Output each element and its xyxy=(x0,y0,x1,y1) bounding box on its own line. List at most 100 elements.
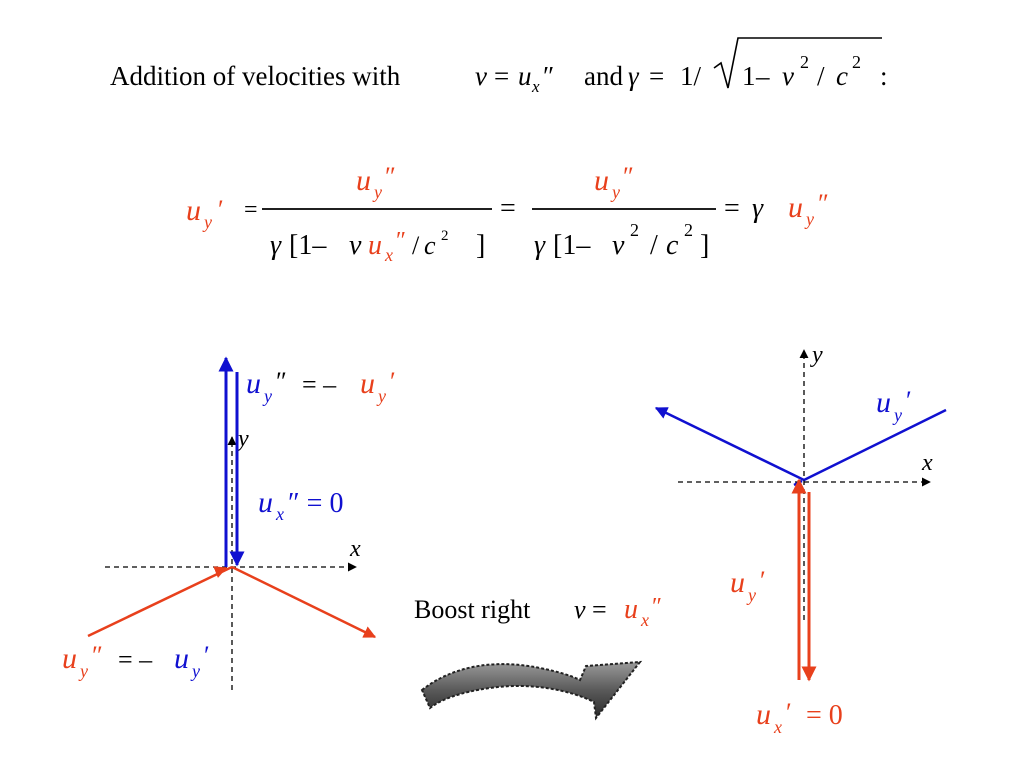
formula-lhs-prime: ′ xyxy=(218,195,224,224)
f1-den-sub: x xyxy=(384,245,393,265)
right-bot-label-prime: ′ xyxy=(786,698,792,727)
header-eq2: = xyxy=(649,61,664,91)
left-top-label-prime2: ′ xyxy=(390,367,396,396)
formula-lhs-sub: y xyxy=(202,212,212,232)
header-one-over: 1/ xyxy=(680,61,702,91)
boost-sub: x xyxy=(640,610,649,630)
f1-den-prime: ″ xyxy=(396,228,406,254)
left-bot-label-eq: = – xyxy=(118,645,153,674)
left-axis-x-label: x xyxy=(349,536,361,562)
left-diagram: y x u y ″ = – u y ′ u x ″ = 0 u y ″ = – … xyxy=(62,356,396,690)
left-top-label-u2: u xyxy=(360,367,375,400)
left-bot-label-prime2: ′ xyxy=(204,641,210,670)
boost-v: v xyxy=(574,595,586,624)
left-top-label-sub2: y xyxy=(376,386,386,406)
sqrt-sign xyxy=(713,37,882,89)
left-bot-label-u: u xyxy=(62,642,77,675)
formula-lhs-u: u xyxy=(186,194,201,227)
f2-den-close: ] xyxy=(700,230,709,261)
header-minus: – xyxy=(755,61,770,91)
left-mid-label-rest: ″ = 0 xyxy=(288,488,343,519)
right-blue-right-line xyxy=(803,408,947,482)
f2-num-prime: ″ xyxy=(623,162,634,191)
header-v2: v xyxy=(782,61,794,91)
header-line: Addition of velocities with v = u x ″ an… xyxy=(110,37,888,96)
header-sub-x: x xyxy=(531,77,540,96)
left-red-line xyxy=(87,565,233,638)
right-blue-label-u: u xyxy=(876,386,891,419)
f1-den-slash: / xyxy=(412,231,420,260)
right-bot-label-rest: = 0 xyxy=(806,700,843,731)
f1-den-close: ] xyxy=(476,230,485,261)
right-red-label-u: u xyxy=(730,566,745,599)
f1-den-open: [1– xyxy=(289,230,327,261)
f1-den-v: v xyxy=(349,230,362,261)
f2-den-c: c xyxy=(666,230,679,261)
left-bot-label-sub2: y xyxy=(190,661,200,681)
main-formula: u y ′ = u y ″ γ [1– v u x ″ / c 2 ] = u … xyxy=(186,162,829,265)
formula-rhs-sub: y xyxy=(804,209,814,229)
f1-den-two: 2 xyxy=(441,228,449,244)
header-prefix: Addition of velocities with xyxy=(110,61,401,91)
right-diagram: y x u y ′ u y ′ u x ′ = 0 xyxy=(654,342,947,737)
f2-den-two: 2 xyxy=(630,220,639,240)
right-bot-label-sub: x xyxy=(773,717,782,737)
f2-den-two-b: 2 xyxy=(684,220,693,240)
header-slash: / xyxy=(817,61,825,91)
right-bot-label-u: u xyxy=(756,698,771,731)
header-v: v xyxy=(475,61,487,91)
f2-den-gamma: γ xyxy=(534,230,546,261)
header-exp-2b: 2 xyxy=(852,52,861,72)
left-top-label-eq: = – xyxy=(302,370,337,399)
left-axis-y-label: y xyxy=(236,426,249,452)
f1-den-u: u xyxy=(368,230,382,261)
header-c: c xyxy=(836,61,848,91)
boost-text: Boost right xyxy=(414,595,531,624)
header-eq: = xyxy=(494,61,509,91)
f1-num-prime: ″ xyxy=(385,162,396,191)
f1-num-u: u xyxy=(356,164,371,197)
left-top-label-sub: y xyxy=(262,386,272,406)
left-bot-label-prime: ″ xyxy=(92,641,103,670)
boost-u: u xyxy=(624,594,638,625)
header-gamma: γ xyxy=(628,61,640,91)
header-u: u xyxy=(518,61,532,91)
left-top-label-prime: ″ xyxy=(276,367,287,396)
f2-den-open: [1– xyxy=(553,230,591,261)
boost-group: Boost right v = u x ″ xyxy=(414,594,662,721)
formula-eq1: = xyxy=(244,197,258,223)
left-mid-label-u: u xyxy=(258,486,273,519)
right-blue-left-arrow xyxy=(654,406,805,482)
f2-den-v: v xyxy=(612,230,625,261)
f1-den-gamma: γ xyxy=(270,230,282,261)
formula-gamma: γ xyxy=(752,193,764,224)
right-blue-label-prime: ′ xyxy=(906,386,912,415)
f1-den-c: c xyxy=(424,231,436,260)
formula-eq2: = xyxy=(500,193,516,224)
f2-num-sub: y xyxy=(610,182,620,202)
right-axis-y-label: y xyxy=(810,342,823,368)
f2-num-u: u xyxy=(594,164,609,197)
boost-curved-arrow-icon xyxy=(420,660,643,721)
left-bot-label-u2: u xyxy=(174,642,189,675)
right-blue-label-sub: y xyxy=(892,405,902,425)
right-red-label-prime: ′ xyxy=(760,566,766,595)
right-red-label-sub: y xyxy=(746,585,756,605)
f2-den-slash: / xyxy=(650,230,658,261)
f1-num-sub: y xyxy=(372,182,382,202)
formula-rhs-prime: ″ xyxy=(818,189,829,218)
boost-prime: ″ xyxy=(652,594,662,620)
formula-rhs-u: u xyxy=(788,191,803,224)
header-colon: : xyxy=(880,61,888,91)
header-exp-2: 2 xyxy=(800,52,809,72)
boost-eq: = xyxy=(592,595,607,624)
header-one: 1 xyxy=(742,61,756,91)
left-top-label-u: u xyxy=(246,367,261,400)
left-bot-label-sub: y xyxy=(78,661,88,681)
header-and: and xyxy=(584,61,623,91)
left-red-head-top xyxy=(213,566,228,578)
left-red-right-arrow xyxy=(231,565,377,639)
formula-eq3: = xyxy=(724,193,740,224)
right-axis-x-label: x xyxy=(921,450,933,476)
